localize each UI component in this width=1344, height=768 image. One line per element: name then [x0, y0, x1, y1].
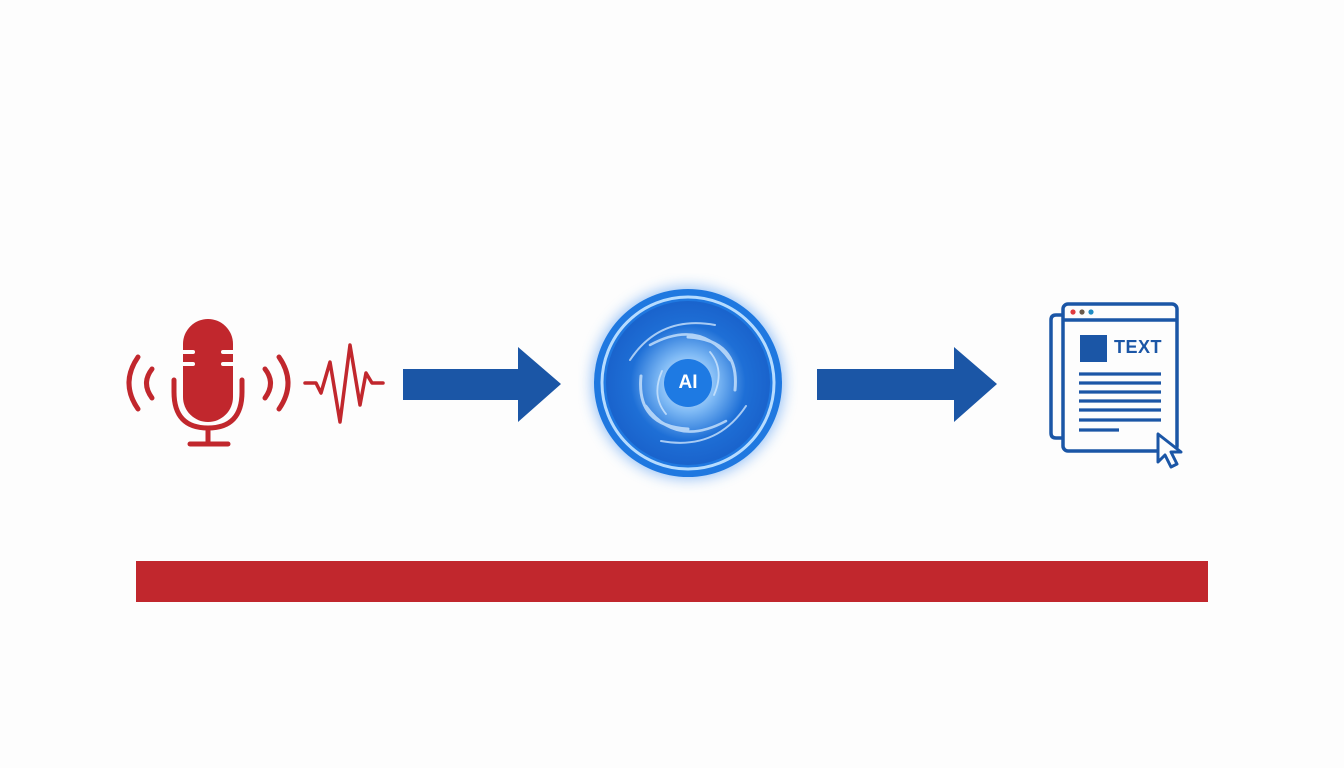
- cursor-icon: [1156, 432, 1183, 469]
- text-label: TEXT: [1114, 337, 1163, 357]
- ai-label: AI: [678, 372, 698, 393]
- arrow-right-icon: [403, 347, 561, 422]
- sound-arc-right-outer: [276, 354, 291, 412]
- sound-wave-icon: [303, 343, 385, 424]
- microphone-icon: [126, 319, 291, 447]
- sound-arc-right-inner: [262, 366, 273, 401]
- ai-swirl-icon: [592, 287, 784, 479]
- text-document-icon: [1049, 302, 1183, 469]
- arrow-right-icon: [817, 347, 997, 422]
- sound-arc-left-outer: [126, 354, 141, 412]
- bottom-bar: [136, 561, 1208, 602]
- sound-arc-left-inner: [144, 366, 155, 401]
